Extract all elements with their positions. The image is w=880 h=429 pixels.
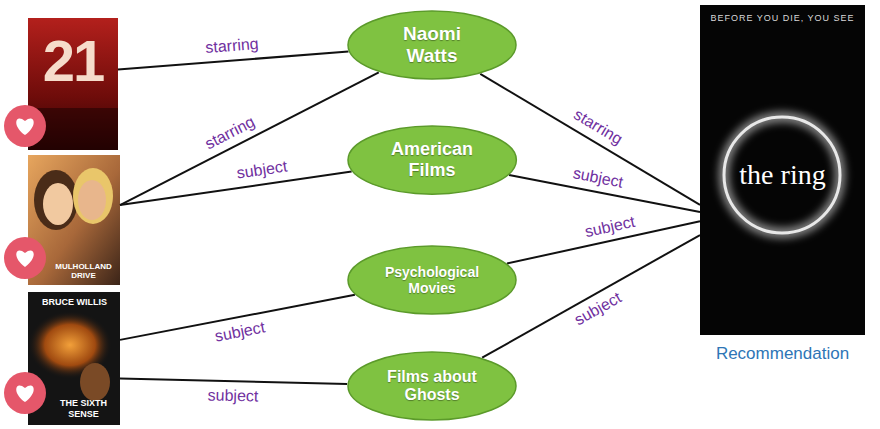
movie-poster: BRUCE WILLIS THE SIXTH SENSE — [28, 292, 120, 425]
heart-shape — [16, 250, 33, 267]
hair-shape — [73, 168, 113, 224]
poster-the-ring — [700, 5, 865, 335]
edge-label: starring — [203, 114, 258, 153]
entity-ellipse: Psychological Movies — [347, 245, 517, 315]
entity-label: Naomi Watts — [387, 23, 477, 67]
edge-label: subject — [572, 290, 624, 329]
heart-badge — [4, 105, 46, 147]
edge-label: subject — [235, 159, 287, 182]
caption-label: Recommendation — [690, 344, 875, 364]
hair-shape — [34, 170, 78, 230]
heart-badge — [4, 372, 46, 414]
poster-title: THE SIXTH SENSE — [50, 398, 117, 419]
connector-line — [480, 74, 700, 205]
ring-circle — [724, 117, 840, 233]
poster-ground — [700, 5, 865, 335]
poster-title: 21 — [43, 32, 104, 90]
face-shape — [43, 183, 73, 225]
edge-label: starring — [205, 35, 259, 55]
edge-label: subject — [571, 165, 624, 190]
entity-label: Psychological Movies — [377, 264, 487, 296]
movie-poster: 21 — [28, 18, 118, 150]
connector-line — [120, 172, 352, 205]
face-shape — [78, 180, 106, 220]
entity-ellipse: Films about Ghosts — [347, 351, 517, 421]
poster-title: MULHOLLAND DRIVE — [50, 262, 117, 280]
heart-shape — [16, 385, 33, 402]
connector-line — [120, 72, 379, 205]
poster-title: BRUCE WILLIS — [32, 297, 117, 307]
ellipse-shape — [348, 126, 516, 194]
edge-label: starring — [571, 106, 625, 147]
connector-line — [120, 378, 347, 383]
connector-line — [482, 235, 700, 358]
entity-label: Films about Ghosts — [377, 368, 487, 405]
face-shape — [80, 363, 110, 401]
edge-label: subject — [208, 388, 259, 405]
edge-label: subject — [214, 319, 267, 344]
heart-shape — [16, 118, 33, 135]
poster-title: BEFORE YOU DIE, YOU SEE — [710, 13, 854, 24]
recommended-poster: BEFORE YOU DIE, YOU SEEthe ringRecommend… — [700, 5, 865, 335]
entity-ellipse: Naomi Watts — [347, 10, 517, 80]
ellipse-shape — [348, 352, 516, 420]
ring-glow — [724, 117, 840, 233]
entity-ellipse: American Films — [347, 125, 517, 195]
ellipse-shape — [348, 246, 516, 314]
movie-poster: MULHOLLAND DRIVE — [28, 155, 120, 285]
heart-icon — [4, 105, 46, 147]
heart-icon — [4, 372, 46, 414]
poster-title: the ring — [739, 161, 825, 189]
ellipse-shape — [348, 11, 516, 79]
heart-icon — [4, 237, 46, 279]
entity-label: American Films — [382, 139, 482, 180]
heart-badge — [4, 237, 46, 279]
connector-line — [118, 52, 348, 70]
